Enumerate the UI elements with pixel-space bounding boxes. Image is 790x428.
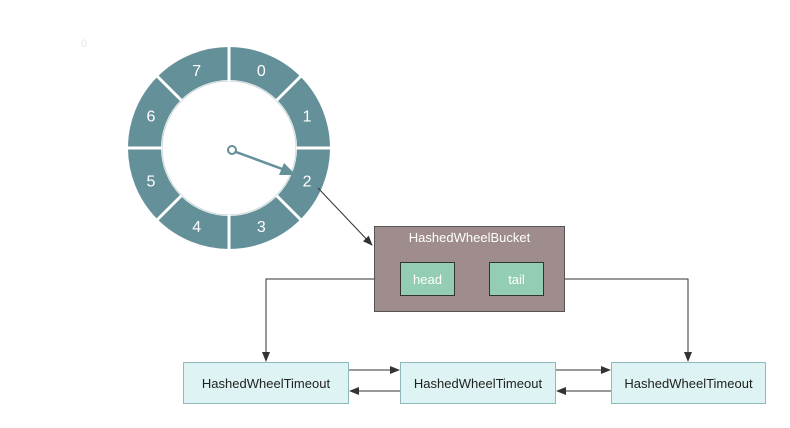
wheel-slot-7: 7 xyxy=(192,63,201,80)
slot-to-bucket-arrow xyxy=(317,187,373,246)
timeout-node-3: HashedWheelTimeout xyxy=(611,362,766,404)
bucket-head: head xyxy=(400,262,455,296)
wheel-divider xyxy=(275,74,303,102)
bucket-tail: tail xyxy=(489,262,544,296)
wheel-slot-2: 2 xyxy=(303,173,312,190)
bucket-title: HashedWheelBucket xyxy=(408,230,531,245)
wheel-slot-0: 0 xyxy=(257,63,266,80)
tail-pointer-arrow xyxy=(544,278,692,362)
wheel-slot-6: 6 xyxy=(146,109,155,126)
wheel-divider xyxy=(155,74,183,102)
head-pointer-arrow xyxy=(262,278,400,362)
timeout-node-2: HashedWheelTimeout xyxy=(400,362,556,404)
corner-mark: 0 xyxy=(81,38,88,50)
wheel-pointer xyxy=(227,145,296,175)
wheel-divider xyxy=(155,194,183,222)
wheel-slot-3: 3 xyxy=(257,219,266,236)
wheel-slot-1: 1 xyxy=(303,109,312,126)
wheel-divider xyxy=(275,194,303,222)
wheel-slot-4: 4 xyxy=(192,219,201,236)
timeout-node-1: HashedWheelTimeout xyxy=(183,362,349,404)
wheel-slot-5: 5 xyxy=(146,173,155,190)
